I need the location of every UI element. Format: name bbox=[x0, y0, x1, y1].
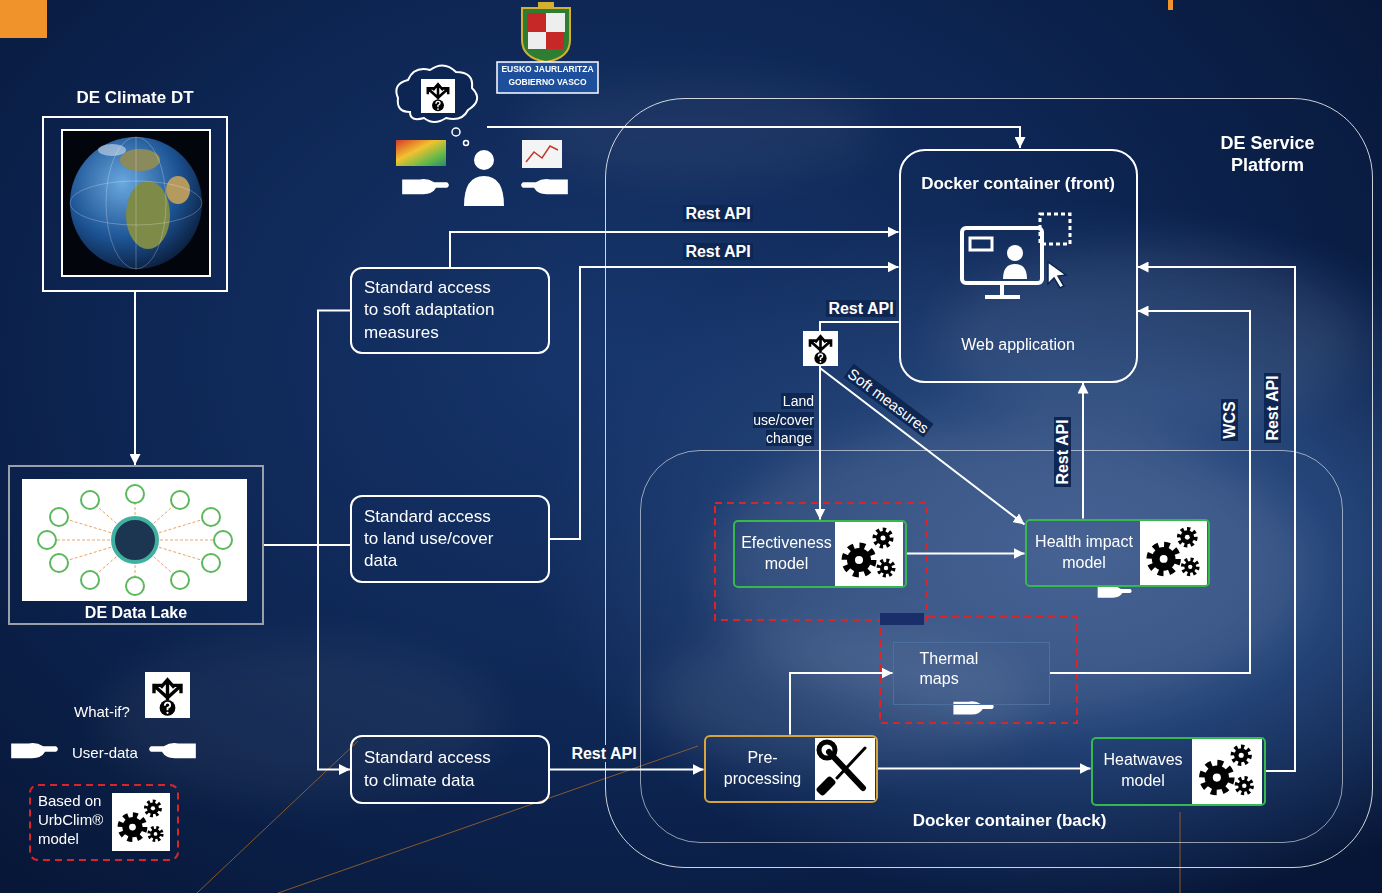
platform-region-title-holder: DE Service Platform bbox=[1206, 132, 1330, 177]
edge-label-holder: Rest API bbox=[676, 242, 760, 262]
model-box: Health impact model bbox=[1025, 519, 1210, 587]
edge-label: Rest API bbox=[683, 243, 752, 260]
connector-arrow bbox=[264, 311, 350, 546]
connector-arrow bbox=[550, 769, 704, 771]
edge-label: Rest API bbox=[1054, 417, 1071, 486]
cloud-cover bbox=[100, 80, 1360, 800]
container-region: Docker container (back) Efectiveness mode… bbox=[640, 450, 1343, 843]
legend-text: What-if? bbox=[74, 703, 144, 722]
interface-label-holder: Rest API bbox=[826, 299, 896, 319]
access-box: Standard access to soft adaptation measu… bbox=[350, 267, 550, 354]
edge-label-holder: Soft measures bbox=[838, 361, 937, 442]
connector-arrow bbox=[134, 292, 136, 465]
process-box-text: Pre-processing bbox=[712, 748, 814, 790]
logo-text: GOBIERNO VASCO bbox=[498, 77, 597, 88]
what-if-symbol bbox=[810, 336, 831, 364]
connector-arrow bbox=[907, 553, 1025, 555]
urbclim-marker bbox=[30, 503, 1077, 860]
edge-label-holder: WCS bbox=[1220, 398, 1240, 442]
edge-label-holder: Rest API bbox=[566, 744, 642, 764]
data-lake-frame-title: DE Data Lake bbox=[10, 603, 262, 623]
model-box-text: Efectiveness model bbox=[739, 533, 835, 575]
model-box: Heatwaves model bbox=[1091, 737, 1266, 806]
edge-label-holder: Land use/cover change bbox=[740, 392, 814, 448]
twin-frame-title-holder: DE Climate DT bbox=[44, 87, 226, 108]
edge-label-holder: Rest API bbox=[1053, 412, 1073, 492]
logo-text: EUSKO JAURLARITZA bbox=[498, 64, 597, 75]
edge-label-holder: Rest API bbox=[1263, 368, 1283, 448]
container-box-title-holder: Docker container (front) bbox=[901, 173, 1136, 194]
edge-label: WCS bbox=[1221, 399, 1238, 440]
container-region-title: Docker container (back) bbox=[870, 810, 1150, 831]
edge-label-holder: Rest API bbox=[676, 204, 760, 224]
edge-label: Soft measures bbox=[843, 364, 934, 438]
twin-frame: DE Climate DT bbox=[42, 116, 228, 292]
leader-lines bbox=[197, 741, 1180, 893]
platform-region-title: DE Service Platform bbox=[1206, 132, 1330, 177]
legend-text-holder: User-data bbox=[72, 744, 146, 763]
twin-frame-title: DE Climate DT bbox=[44, 87, 226, 108]
access-box-text: Standard access to land use/cover data bbox=[364, 506, 504, 572]
container-region-title-holder: Docker container (back) bbox=[870, 810, 1150, 831]
model-icons bbox=[112, 521, 1262, 851]
legend-text-holder: What-if? bbox=[74, 703, 144, 722]
interface-label: Rest API bbox=[826, 300, 895, 317]
process-box: Pre-processing bbox=[704, 735, 878, 803]
connector-arrow bbox=[550, 267, 899, 539]
access-box: Standard access to land use/cover data bbox=[350, 495, 550, 583]
access-box: Standard access to climate data bbox=[350, 735, 550, 804]
legend-text-holder: Based on UrbClim® model bbox=[38, 792, 110, 848]
access-box-text: Standard access to climate data bbox=[364, 747, 504, 791]
connector-arrow bbox=[450, 232, 899, 267]
connector-arrow bbox=[790, 673, 893, 735]
connector-arrow bbox=[1050, 311, 1251, 673]
logo-text-holder: GOBIERNO VASCO bbox=[498, 77, 597, 88]
corner-tick bbox=[1168, 0, 1173, 10]
earth-picture bbox=[62, 130, 210, 276]
model-box-text: Health impact model bbox=[1031, 532, 1138, 574]
container-box-title: Web application bbox=[901, 335, 1136, 355]
edge-label: Rest API bbox=[1264, 373, 1281, 442]
model-box-text: Heatwaves model bbox=[1097, 750, 1190, 792]
government-logo bbox=[497, 2, 598, 93]
output-box-text: Thermal maps bbox=[920, 649, 989, 691]
marker-bar bbox=[880, 613, 924, 625]
connector-arrow bbox=[878, 768, 1091, 770]
legend-text: Based on UrbClim® model bbox=[38, 792, 110, 848]
legend-text: User-data bbox=[72, 744, 146, 763]
data-lake-frame: DE Data Lake bbox=[8, 465, 264, 625]
data-lake-frame-title-holder: DE Data Lake bbox=[10, 603, 262, 623]
connector-arrow bbox=[264, 545, 350, 770]
connector-arrow bbox=[1082, 383, 1084, 519]
what-if-icon bbox=[803, 331, 838, 366]
logo-text-holder: EUSKO JAURLARITZA bbox=[498, 64, 597, 75]
container-box-title-holder: Web application bbox=[901, 335, 1136, 355]
edge-label: Rest API bbox=[569, 745, 638, 762]
monitor-icon bbox=[962, 214, 1070, 297]
model-box: Efectiveness model bbox=[733, 520, 907, 588]
container-box: Docker container (front) Web application bbox=[899, 149, 1138, 383]
access-box-text: Standard access to soft adaptation measu… bbox=[364, 277, 504, 343]
corner-mark bbox=[0, 0, 47, 38]
data-lake-picture bbox=[22, 479, 247, 601]
container-box-title: Docker container (front) bbox=[901, 173, 1136, 194]
edge-label: Rest API bbox=[683, 205, 752, 222]
edge-label: Land use/cover change bbox=[753, 393, 814, 446]
output-box: Thermal maps bbox=[893, 642, 1050, 705]
